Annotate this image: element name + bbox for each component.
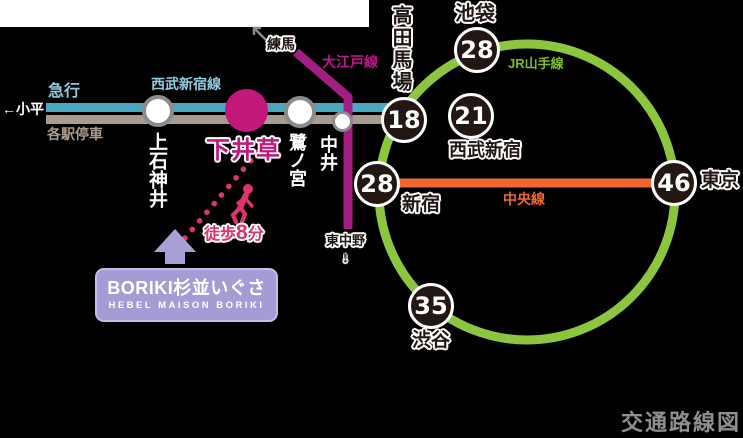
walking-route-dotted-line	[182, 149, 261, 241]
station-label-seibu-shinjuku: 西武新宿	[449, 140, 521, 160]
walking-person-icon	[230, 184, 254, 225]
walk-time-label: 徒歩8分	[204, 222, 264, 243]
walk-minutes: 8	[236, 221, 248, 244]
nerima-direction-arrow-icon	[252, 26, 267, 41]
yamanote-line-label: JR山手線	[508, 56, 564, 71]
time-badge-seibu-shinjuku: 21	[448, 93, 494, 139]
seibu-shinjuku-line-label: 西武新宿線	[151, 76, 221, 92]
time-badge-takadanobaba: 18	[381, 97, 427, 143]
up-arrow-icon	[154, 229, 196, 264]
chuo-line-label: 中央線	[503, 191, 545, 207]
time-tokyo: 46	[657, 169, 691, 197]
building-card: BORIKI杉並いぐさ HEBEL MAISON BORIKI	[95, 268, 278, 322]
station-marker-nakai	[332, 111, 353, 132]
time-shibuya: 35	[414, 292, 448, 320]
station-marker-shimoigusa	[225, 89, 268, 132]
express-label: 急行	[48, 83, 81, 100]
white-background-strip	[0, 0, 369, 27]
oedo-line	[293, 48, 353, 229]
station-label-shimoigusa: 下井草	[206, 137, 281, 164]
down-arrow-icon: ↓	[342, 249, 349, 265]
station-marker-saginomiya	[284, 96, 316, 128]
to-kodaira-label: ←小平	[2, 101, 44, 117]
walk-prefix: 徒歩	[204, 226, 237, 243]
station-label-saginomiya: 鷺ノ宮	[287, 133, 307, 187]
station-label-shinjuku: 新宿	[402, 194, 441, 215]
local-label: 各駅停車	[47, 126, 103, 142]
station-label-shibuya: 渋谷	[412, 330, 451, 351]
station-label-tokyo: 東京	[701, 170, 740, 191]
time-ikebukuro: 28	[460, 36, 494, 64]
oedo-line-label: 大江戸線	[322, 54, 378, 70]
station-marker-kamishakujii	[142, 95, 174, 127]
time-shinjuku: 28	[360, 170, 394, 198]
time-badge-shibuya: 35	[408, 283, 454, 329]
time-badge-ikebukuro: 28	[454, 27, 500, 73]
station-label-ikebukuro: 池袋	[455, 3, 495, 25]
time-seibu-shinjuku: 21	[454, 102, 488, 130]
building-subtitle: HEBEL MAISON BORIKI	[108, 300, 265, 312]
time-badge-shinjuku: 28	[354, 161, 400, 207]
station-label-takadanobaba: 高田馬場	[389, 5, 411, 93]
station-label-nerima: 練馬	[267, 36, 295, 52]
station-label-kamishakujii: 上石神井	[146, 132, 167, 208]
station-label-higashi-nakano: 東中野	[326, 233, 366, 248]
station-label-nakai: 中井	[318, 135, 338, 171]
building-name: BORIKI杉並いぐさ	[107, 278, 266, 299]
time-badge-tokyo: 46	[651, 160, 697, 206]
walk-suffix: 分	[247, 226, 264, 243]
time-takadanobaba: 18	[387, 106, 421, 134]
map-title: 交通路線図	[621, 410, 742, 435]
